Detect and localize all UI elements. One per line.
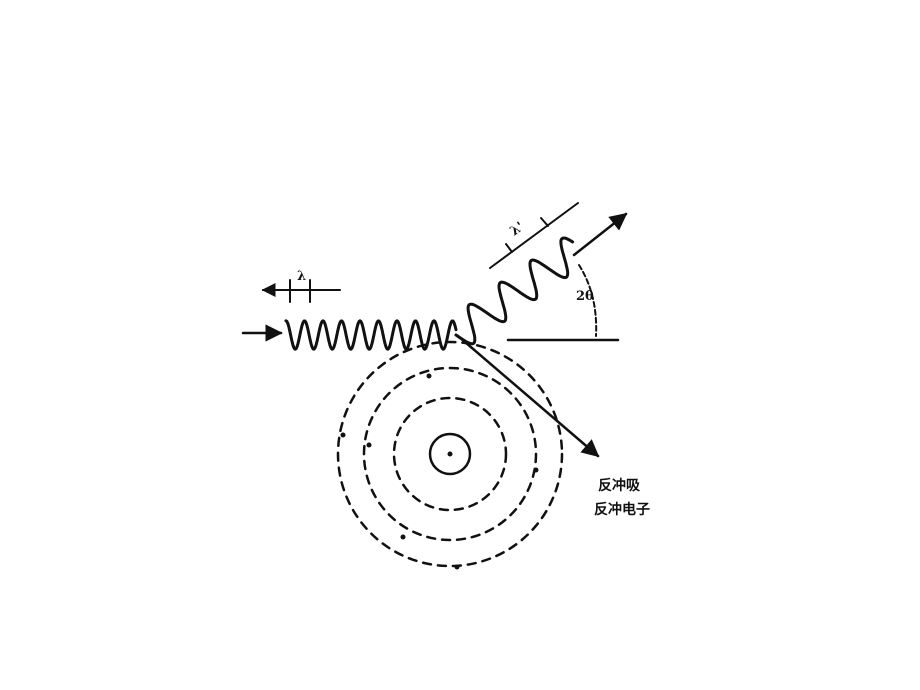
scatter-angle-arc <box>578 264 598 337</box>
recoil-electron-label-line1: 反冲吸 <box>598 477 641 494</box>
incident-wavelength-label: λ <box>297 269 306 284</box>
orbit-electron <box>340 432 346 438</box>
orbit-electron <box>454 564 460 570</box>
scattered-wave <box>454 236 575 346</box>
incident-wave <box>284 319 458 351</box>
orbit-3 <box>392 396 508 512</box>
nucleus-shell <box>428 432 472 476</box>
orbit-electron <box>426 373 432 379</box>
scatter-angle-label: 2θ <box>576 289 594 304</box>
recoil-electron-arrow <box>456 334 600 458</box>
orbit-1 <box>336 340 564 568</box>
orbit-electron <box>533 467 539 473</box>
incident-wavelength-marker <box>261 279 341 303</box>
nucleus-dot <box>447 451 453 457</box>
atom <box>336 340 564 570</box>
scattered-arrow <box>572 212 628 257</box>
scattered-wavelength-label: λ' <box>508 219 527 239</box>
orbit-2 <box>362 366 538 542</box>
scattered-wavelength-marker <box>489 202 579 269</box>
orbit-electron <box>400 534 406 540</box>
recoil-electron-label-line2: 反冲电子 <box>594 501 650 518</box>
orbit-electron <box>366 442 372 448</box>
